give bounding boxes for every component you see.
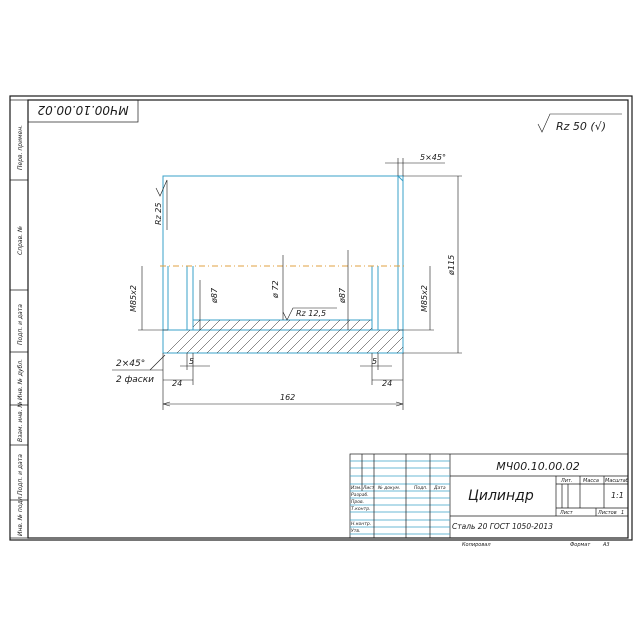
chamfer-note-1: 2×45°: [116, 359, 145, 369]
section-hatching: [163, 320, 403, 353]
tb-code: МЧ00.10.00.02: [496, 460, 580, 473]
tb-sheets-label: Листов: [597, 510, 617, 516]
tb-col-mass: Масса: [583, 478, 599, 484]
tb-head-sign: Подп.: [414, 485, 428, 491]
chamfer-note-2: 2 фаски: [116, 375, 154, 385]
tb-col-scale: Масштаб: [605, 478, 629, 484]
dimensions: 5×45° Rz 25 M85x2 ø87 ø 72 Rz 12,5 ø87 M…: [112, 153, 462, 410]
tb-format-value: А3: [602, 542, 610, 548]
sidebar-label-6: Подп. и дата: [17, 454, 24, 495]
tb-head-doc: № докум.: [377, 485, 400, 491]
general-roughness: Rz 50 (√): [537, 113, 622, 133]
chamfer-top-label: 5×45°: [420, 153, 446, 162]
sidebar-label-4: Инв. № дубл.: [17, 359, 24, 400]
tb-role-tkontr: Т.контр.: [351, 506, 371, 512]
tb-sheets-value: 1: [621, 510, 624, 516]
thread-right-label: M85x2: [420, 285, 429, 312]
dia-right-bore-label: ø87: [338, 287, 347, 304]
tb-copied: Копировал: [462, 542, 491, 548]
roughness-face-label: Rz 25: [154, 203, 163, 225]
tb-format: Формат: [570, 542, 591, 548]
sidebar-label-2: Справ. №: [17, 226, 24, 255]
dim-24-right-label: 24: [382, 379, 392, 388]
tb-scale-value: 1:1: [611, 491, 624, 500]
dia-center-label: ø 72: [271, 280, 280, 299]
tb-material: Сталь 20 ГОСТ 1050-2013: [452, 522, 553, 531]
tb-role-prov: Пров.: [351, 499, 364, 505]
dia-outer-label: ø115: [447, 255, 456, 276]
tb-role-razrab: Разраб.: [351, 492, 369, 498]
sidebar-label-5: Взам. инв. №: [17, 401, 24, 442]
tb-head-list: Лист: [362, 485, 375, 491]
tb-name: Цилиндр: [468, 488, 534, 504]
tb-sheet-label: Лист: [559, 510, 574, 516]
left-sidebar: Перв. примен. Справ. № Подп. и дата Инв.…: [9, 99, 29, 539]
title-block: Изм. Лист № докум. Подп. Дата Разраб. Пр…: [349, 453, 629, 548]
dim-5-right-label: 5: [372, 357, 377, 366]
thread-left-label: M85x2: [129, 285, 138, 312]
dim-length-label: 162: [280, 393, 295, 402]
general-roughness-text: Rz 50 (√): [556, 120, 606, 133]
code-mirror-text: МЧ00.10.00.02: [37, 103, 128, 117]
sidebar-label-3: Подп. и дата: [17, 304, 24, 345]
code-box-top: МЧ00.10.00.02: [27, 99, 139, 123]
dim-24-left-label: 24: [172, 379, 182, 388]
tb-head-date: Дата: [433, 485, 446, 491]
tb-role-nkontr: Н.контр.: [351, 521, 371, 527]
tb-head-izm: Изм.: [351, 485, 362, 491]
dia-left-bore-label: ø87: [210, 287, 219, 304]
dim-5-left-label: 5: [189, 357, 194, 366]
outer-frame: [9, 95, 633, 541]
sidebar-label-7: Инв. № подл.: [17, 495, 24, 536]
tb-col-lit: Лит.: [560, 478, 573, 484]
roughness-bore-label: Rz 12,5: [296, 309, 326, 318]
sidebar-label-1: Перв. примен.: [17, 125, 24, 170]
tb-role-utv: Утв.: [351, 528, 360, 534]
